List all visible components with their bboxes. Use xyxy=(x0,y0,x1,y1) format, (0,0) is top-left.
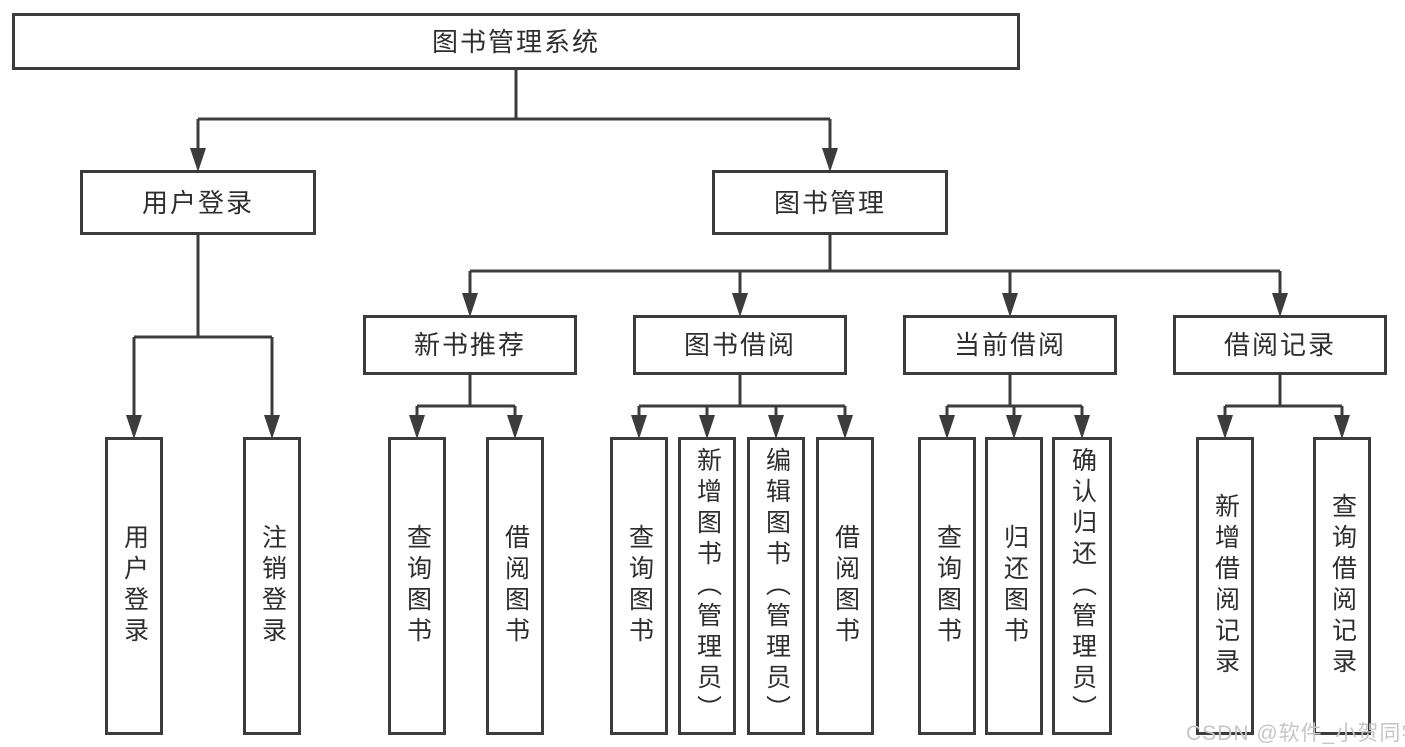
node-current-borrow: 当前借阅 xyxy=(903,315,1117,375)
node-label: 借阅图书 xyxy=(501,524,530,648)
leaf-edit-book-admin: 编辑图书（管理员） xyxy=(747,437,805,735)
arrowheads xyxy=(126,148,1350,439)
node-label: 归还图书 xyxy=(1000,524,1029,648)
node-library-management-system: 图书管理系统 xyxy=(12,13,1020,70)
leaf-confirm-return-admin: 确认归还（管理员） xyxy=(1052,437,1112,735)
leaf-borrow-books: 借阅图书 xyxy=(816,437,874,735)
leaf-query-borrow-record: 查询借阅记录 xyxy=(1313,437,1371,735)
node-label: 查询图书 xyxy=(403,524,432,648)
node-label: 当前借阅 xyxy=(953,330,1066,360)
node-borrow-records: 借阅记录 xyxy=(1173,315,1387,375)
leaf-add-book-admin: 新增图书（管理员） xyxy=(678,437,736,735)
node-new-book-recommend: 新书推荐 xyxy=(363,315,577,375)
node-label: 新增借阅记录 xyxy=(1211,493,1240,679)
leaf-query-books-borrow: 查询图书 xyxy=(610,437,668,735)
leaf-query-books-recommend: 查询图书 xyxy=(388,437,446,735)
node-book-borrow: 图书借阅 xyxy=(633,315,847,375)
leaf-add-borrow-record: 新增借阅记录 xyxy=(1196,437,1254,735)
node-label: 用户登录 xyxy=(120,524,149,648)
leaf-borrow-books-recommend: 借阅图书 xyxy=(486,437,544,735)
node-label: 图书借阅 xyxy=(683,330,796,360)
node-label: 查询借阅记录 xyxy=(1328,493,1357,679)
node-label: 图书管理 xyxy=(773,187,886,218)
node-label: 查询图书 xyxy=(625,524,654,648)
leaf-user-login: 用户登录 xyxy=(105,437,163,735)
node-book-management: 图书管理 xyxy=(712,170,948,235)
leaf-logout: 注销登录 xyxy=(243,437,301,735)
node-label: 编辑图书（管理员） xyxy=(762,446,791,726)
node-label: 借阅记录 xyxy=(1223,330,1336,360)
node-label: 图书管理系统 xyxy=(431,26,600,57)
node-user-login: 用户登录 xyxy=(80,170,316,235)
node-label: 用户登录 xyxy=(141,187,254,218)
node-label: 确认归还（管理员） xyxy=(1068,446,1097,726)
leaf-query-books-current: 查询图书 xyxy=(918,437,976,735)
leaf-return-books: 归还图书 xyxy=(985,437,1043,735)
connector-paths xyxy=(132,70,1344,421)
watermark-text: CSDN @软件_小贺同学 xyxy=(1186,722,1405,745)
node-label: 新增图书（管理员） xyxy=(693,446,722,726)
node-label: 注销登录 xyxy=(258,524,287,648)
node-label: 借阅图书 xyxy=(831,524,860,648)
node-label: 查询图书 xyxy=(933,524,962,648)
node-label: 新书推荐 xyxy=(413,330,526,360)
